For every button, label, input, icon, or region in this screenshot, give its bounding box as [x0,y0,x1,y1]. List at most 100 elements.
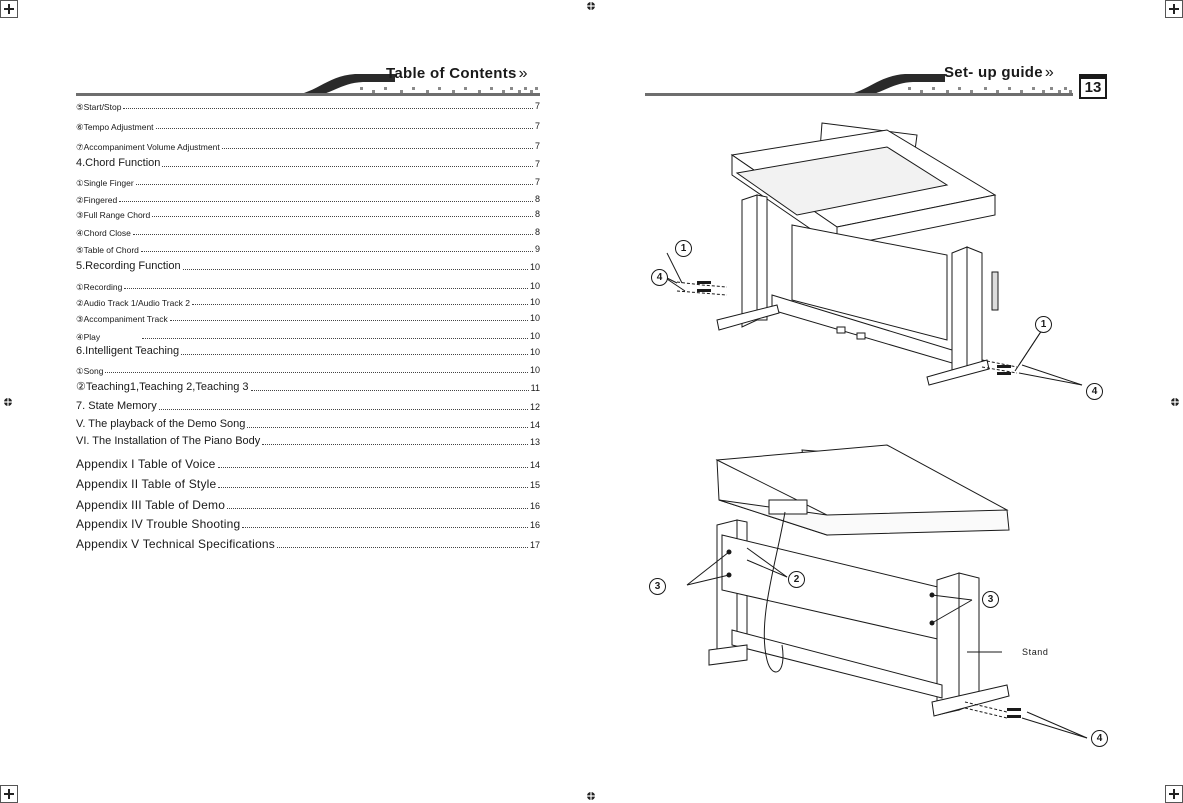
toc-page: 8 [534,194,540,204]
registration-mark-icon [1169,396,1181,408]
toc-entry[interactable]: 4.Chord Function 7 [76,158,540,169]
callout-badge: 3 [982,591,999,608]
toc-entry[interactable]: ⑤Table of Chord 9 [76,245,540,254]
toc-page: 10 [529,365,540,375]
toc-page: 7 [534,177,540,187]
toc-page: 7 [534,101,540,111]
toc-page: 8 [534,227,540,237]
toc-entry[interactable]: ④Play 10 [76,332,540,341]
toc-page: 7 [534,159,540,169]
toc-label: Appendix I Table of Voice [76,457,216,471]
toc-label: Appendix III Table of Demo [76,498,226,512]
toc-label: Appendix II Table of Style [76,477,217,491]
toc-label: V. The playback of the Demo Song [76,418,246,430]
toc-page: 12 [529,402,540,412]
toc-label: ①Single Finger [76,177,134,188]
pixel-pattern [360,85,540,95]
toc-page: 10 [529,331,540,341]
toc-label: ①Recording [76,281,123,292]
toc-label: ①Song [76,365,104,376]
toc-label: ②Teaching1,Teaching 2,Teaching 3 [76,381,249,393]
registration-mark-icon [585,0,597,12]
toc-entry[interactable]: Appendix V Technical Specifications 17 [76,538,540,550]
toc-label: 5.Recording Function [76,260,181,272]
toc-label: ③Accompaniment Track [76,313,168,324]
toc-entry[interactable]: ①Recording 10 [76,282,540,291]
toc-label: 4.Chord Function [76,157,161,169]
toc-label: ⑤Start/Stop [76,101,122,112]
toc-page: 10 [529,262,540,272]
toc-label: ④Play [76,331,101,342]
toc-entry[interactable]: ②Teaching1,Teaching 2,Teaching 3 11 [76,382,540,393]
toc-page: 7 [534,121,540,131]
toc-page: 14 [529,420,540,430]
toc-entry[interactable]: ②Fingered 8 [76,195,540,204]
callout-badge: 4 [1086,383,1103,400]
toc-entry[interactable]: ①Single Finger 7 [76,178,540,187]
toc-page: 10 [529,297,540,307]
toc-entry[interactable]: Appendix I Table of Voice 14 [76,458,540,470]
toc-page: 13 [529,437,540,447]
stand-label: Stand [1022,647,1049,657]
page-number: 13 [1079,74,1107,99]
toc-page: 14 [529,460,540,470]
toc-entry[interactable]: Appendix II Table of Style 15 [76,478,540,490]
toc-label: ⑥Tempo Adjustment [76,121,154,132]
piano-front-assembly-figure [660,122,1083,386]
toc-entry[interactable]: ③Accompaniment Track 10 [76,314,540,323]
toc-label: 6.Intelligent Teaching [76,345,180,357]
toc-label: ⑤Table of Chord [76,244,139,255]
pixel-pattern [908,85,1073,95]
callout-badge: 4 [651,269,668,286]
toc-entry[interactable]: ②Audio Track 1/Audio Track 2 10 [76,298,540,307]
callout-badge: 1 [675,240,692,257]
toc-page: 15 [529,480,540,490]
left-page: Table of Contents» ⑤Start/Stop 7 ⑥Tempo A… [0,0,591,803]
toc-page: 7 [534,141,540,151]
callout-badge: 2 [788,571,805,588]
toc-page: 10 [529,313,540,323]
toc-page: 11 [530,383,540,393]
toc-page: 10 [529,281,540,291]
callout-badge: 4 [1091,730,1108,747]
header-swoosh [285,74,395,96]
registration-mark-icon [585,790,597,802]
toc-label: ②Audio Track 1/Audio Track 2 [76,297,190,308]
toc-entry[interactable]: 5.Recording Function 10 [76,261,540,272]
header-swoosh [835,74,945,96]
toc-entry[interactable]: 7. State Memory 12 [76,401,540,412]
registration-mark-icon [2,396,14,408]
toc-entry[interactable]: ⑦Accompaniment Volume Adjustment 7 [76,142,540,151]
toc-page: 9 [534,244,540,254]
callout-badge: 1 [1035,316,1052,333]
toc-page: 10 [529,347,540,357]
toc-page: 8 [534,209,540,219]
toc-label: ②Fingered [76,194,118,205]
toc-label: 7. State Memory [76,400,157,412]
toc-label: Appendix V Technical Specifications [76,537,275,551]
toc-label: ④Chord Close [76,227,131,238]
page-title: Table of Contents» [386,65,528,82]
header-rule [645,93,1073,96]
toc-entry[interactable]: ④Chord Close 8 [76,228,540,237]
toc-label: ③Full Range Chord [76,209,151,220]
crop-mark-icon [0,0,18,18]
header-rule [76,93,540,96]
toc-label: Appendix IV Trouble Shooting [76,517,241,531]
toc-entry[interactable]: ⑥Tempo Adjustment 7 [76,122,540,131]
toc-entry[interactable]: V. The playback of the Demo Song 14 [76,419,540,430]
piano-rear-assembly-figure [686,444,1088,739]
toc-page: 16 [529,501,540,511]
toc-entry[interactable]: Appendix IV Trouble Shooting 16 [76,518,540,530]
toc-entry[interactable]: Appendix III Table of Demo 16 [76,499,540,511]
toc-entry[interactable]: ⑤Start/Stop 7 [76,102,540,111]
toc-entry[interactable]: ③Full Range Chord 8 [76,210,540,219]
toc-entry[interactable]: 6.Intelligent Teaching 10 [76,346,540,357]
toc-page: 17 [529,540,540,550]
toc-page: 16 [529,520,540,530]
toc-label: ⑦Accompaniment Volume Adjustment [76,141,220,152]
right-page: Set- up guide» 13 [592,0,1183,803]
toc-entry[interactable]: ①Song 10 [76,366,540,375]
page-title: Set- up guide» [944,64,1055,81]
